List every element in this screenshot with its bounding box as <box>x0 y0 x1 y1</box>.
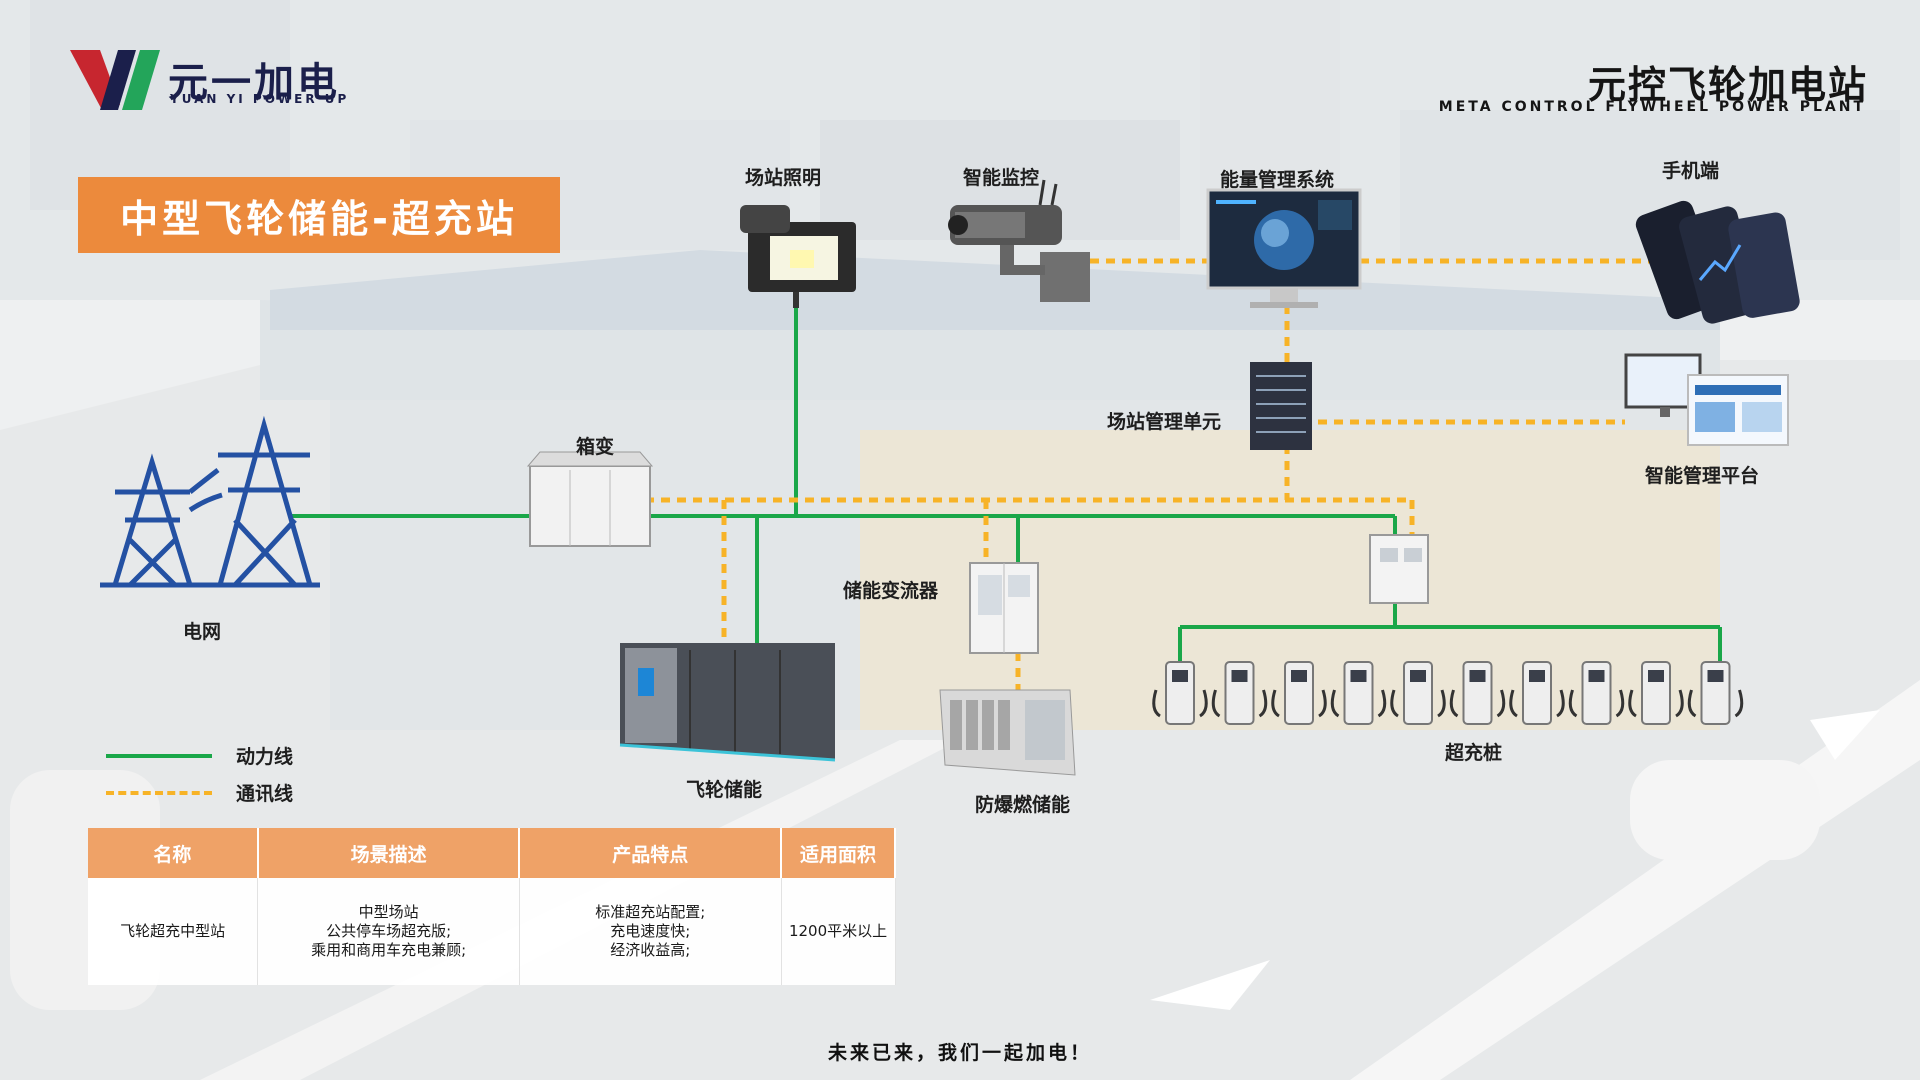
comm-lines <box>645 258 1650 690</box>
footer-slogan: 未来已来，我们一起加电！ <box>827 1042 1092 1064</box>
legend-power-label: 动力线 <box>236 746 294 768</box>
flywheel-storage-icon <box>619 643 836 762</box>
label-surveillance: 智能监控 <box>963 167 1040 189</box>
info-table: 名称 场景描述 产品特点 适用面积 飞轮超充中型站 中型场站 公共停车场超充版;… <box>88 828 896 985</box>
label-grid: 电网 <box>183 621 222 643</box>
pcs-cabinet-icon <box>969 562 1039 654</box>
charger-post-icon <box>1687 661 1744 725</box>
brand-subtitle: YUAN YI POWER UP <box>170 92 350 106</box>
charger-post-icon <box>1449 661 1506 725</box>
table-header: 适用面积 <box>781 828 896 878</box>
label-mobile: 手机端 <box>1662 160 1720 182</box>
table-row: 飞轮超充中型站 中型场站 公共停车场超充版; 乘用和商用车充电兼顾; 标准超充站… <box>88 878 896 985</box>
charger-post-icon <box>1509 661 1565 725</box>
table-header: 名称 <box>88 828 259 878</box>
label-chargers: 超充桩 <box>1445 742 1503 764</box>
table-header: 产品特点 <box>519 828 783 878</box>
charger-post-icon <box>1152 661 1208 725</box>
cell-area: 1200平米以上 <box>781 878 896 985</box>
cell-line: 中型场站 <box>358 903 419 921</box>
grid-tower-icon <box>100 415 320 588</box>
label-flywheel: 飞轮储能 <box>686 779 763 801</box>
brand-name: 元一加电 <box>168 60 340 106</box>
page-title: 元控飞轮加电站 <box>1587 63 1868 107</box>
cell-line: 公共停车场超充版; <box>326 922 452 940</box>
charger-post-icon <box>1568 661 1625 725</box>
table-header: 场景描述 <box>257 828 521 878</box>
brand-logo-icon <box>70 50 160 110</box>
charger-post-icon <box>1330 661 1387 725</box>
label-pcs: 储能变流器 <box>843 580 939 602</box>
label-ems: 能量管理系统 <box>1220 169 1335 191</box>
cell-features: 标准超充站配置; 充电速度快; 经济收益高; <box>519 878 782 985</box>
page-subtitle: META CONTROL FLYWHEEL POWER PLANT <box>1438 99 1866 115</box>
charger-post-icon <box>1390 661 1446 725</box>
table-header-row: 名称 场景描述 产品特点 适用面积 <box>88 828 896 878</box>
label-platform: 智能管理平台 <box>1645 465 1760 487</box>
mobile-phones-icon <box>1635 200 1800 324</box>
scenario-banner: 中型飞轮储能-超充站 <box>78 177 560 253</box>
legend-comm-label: 通讯线 <box>236 783 294 805</box>
charger-cabinet-icon <box>1369 534 1429 604</box>
charger-post-icon <box>1211 661 1268 725</box>
cell-line: 经济收益高; <box>610 941 691 959</box>
label-explosion-proof: 防爆燃储能 <box>975 794 1071 816</box>
cell-line: 乘用和商用车充电兼顾; <box>311 941 467 959</box>
ems-monitor-icon <box>1206 188 1362 308</box>
cell-line: 充电速度快; <box>610 922 691 940</box>
label-station-unit: 场站管理单元 <box>1107 411 1222 433</box>
power-lines <box>290 305 1722 672</box>
label-transformer: 箱变 <box>576 436 615 458</box>
label-lighting: 场站照明 <box>745 167 822 189</box>
cell-name: 飞轮超充中型站 <box>88 878 259 985</box>
floodlight-icon <box>740 205 856 308</box>
legend-comm: 通讯线 <box>106 779 293 806</box>
explosion-proof-storage-icon <box>939 689 1076 776</box>
super-chargers-icon <box>1152 661 1744 725</box>
legend-power-swatch <box>106 753 212 758</box>
transformer-icon <box>526 451 654 547</box>
cell-line: 标准超充站配置; <box>595 903 706 921</box>
legend-comm-swatch <box>106 790 212 795</box>
cell-scene: 中型场站 公共停车场超充版; 乘用和商用车充电兼顾; <box>257 878 520 985</box>
management-platform-icon <box>1624 353 1789 446</box>
legend-power: 动力线 <box>106 742 293 769</box>
camera-icon <box>948 179 1090 302</box>
charger-post-icon <box>1628 661 1684 725</box>
charger-post-icon <box>1271 661 1327 725</box>
server-rack-icon <box>1250 362 1312 450</box>
